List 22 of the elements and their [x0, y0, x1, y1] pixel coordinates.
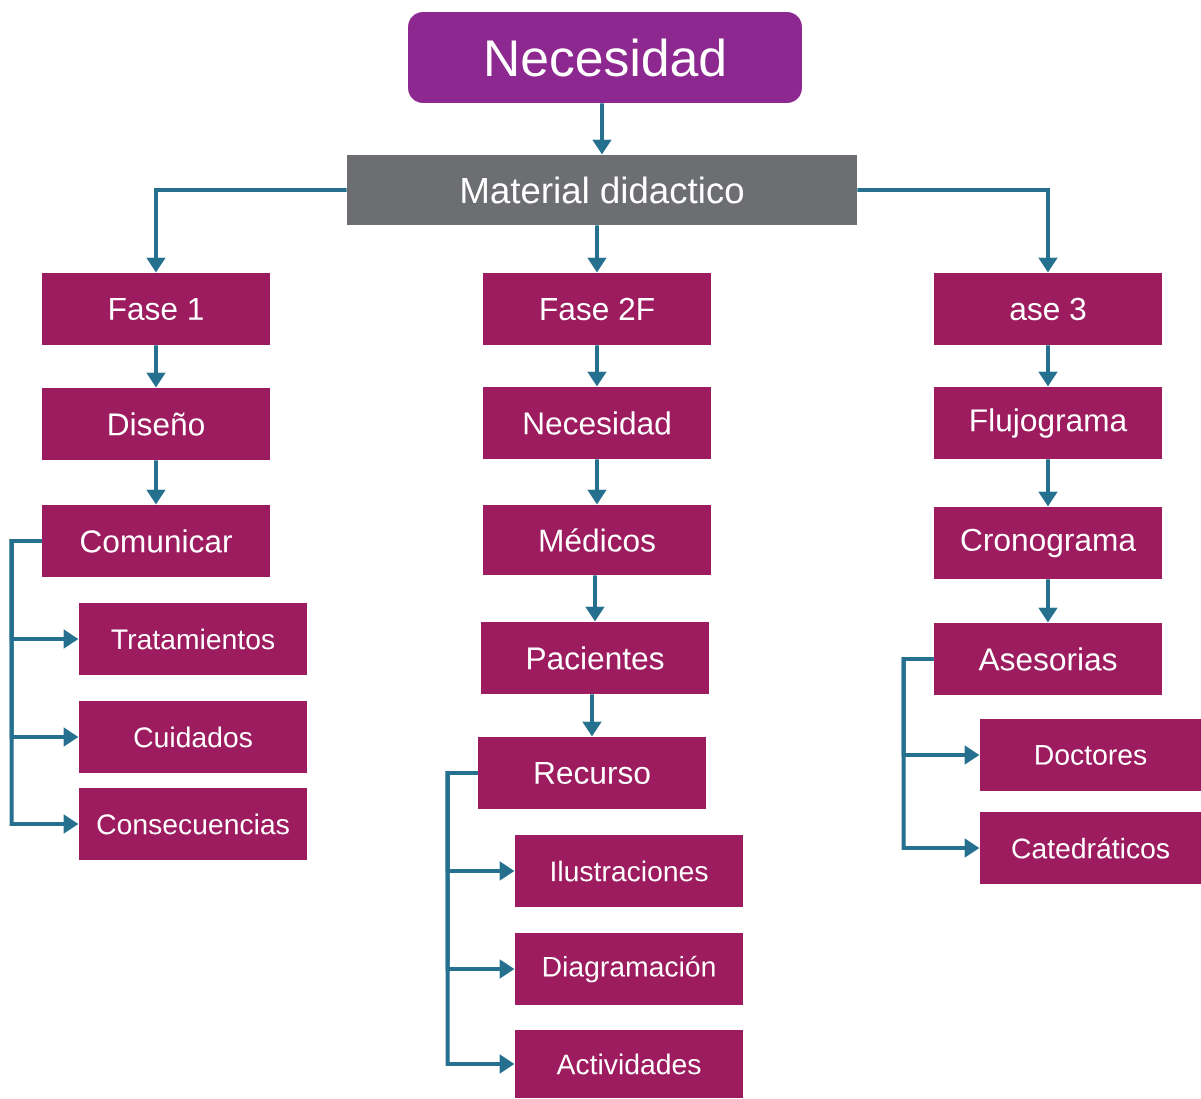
process-box: Cronograma [934, 507, 1162, 579]
item-box: Doctores [980, 719, 1201, 791]
process-box: Recurso [478, 737, 706, 809]
item-box: Actividades [515, 1030, 743, 1098]
process-box: Comunicar [42, 505, 270, 577]
process-box: ase 3 [934, 273, 1162, 345]
process-box: Asesorias [934, 623, 1162, 695]
title-box: Necesidad [408, 12, 802, 103]
item-box: Consecuencias [79, 788, 307, 860]
category-box: Material didactico [347, 155, 857, 225]
process-box: Pacientes [481, 622, 709, 694]
process-box: Flujograma [934, 387, 1162, 459]
item-box: Cuidados [79, 701, 307, 773]
item-box: Diagramación [515, 933, 743, 1005]
process-box: Fase 1 [42, 273, 270, 345]
process-box: Diseño [42, 388, 270, 460]
item-box: Tratamientos [79, 603, 307, 675]
item-box: Ilustraciones [515, 835, 743, 907]
item-box: Catedráticos [980, 812, 1201, 884]
process-box: Médicos [483, 505, 711, 575]
process-box: Necesidad [483, 387, 711, 459]
process-box: Fase 2F [483, 273, 711, 345]
